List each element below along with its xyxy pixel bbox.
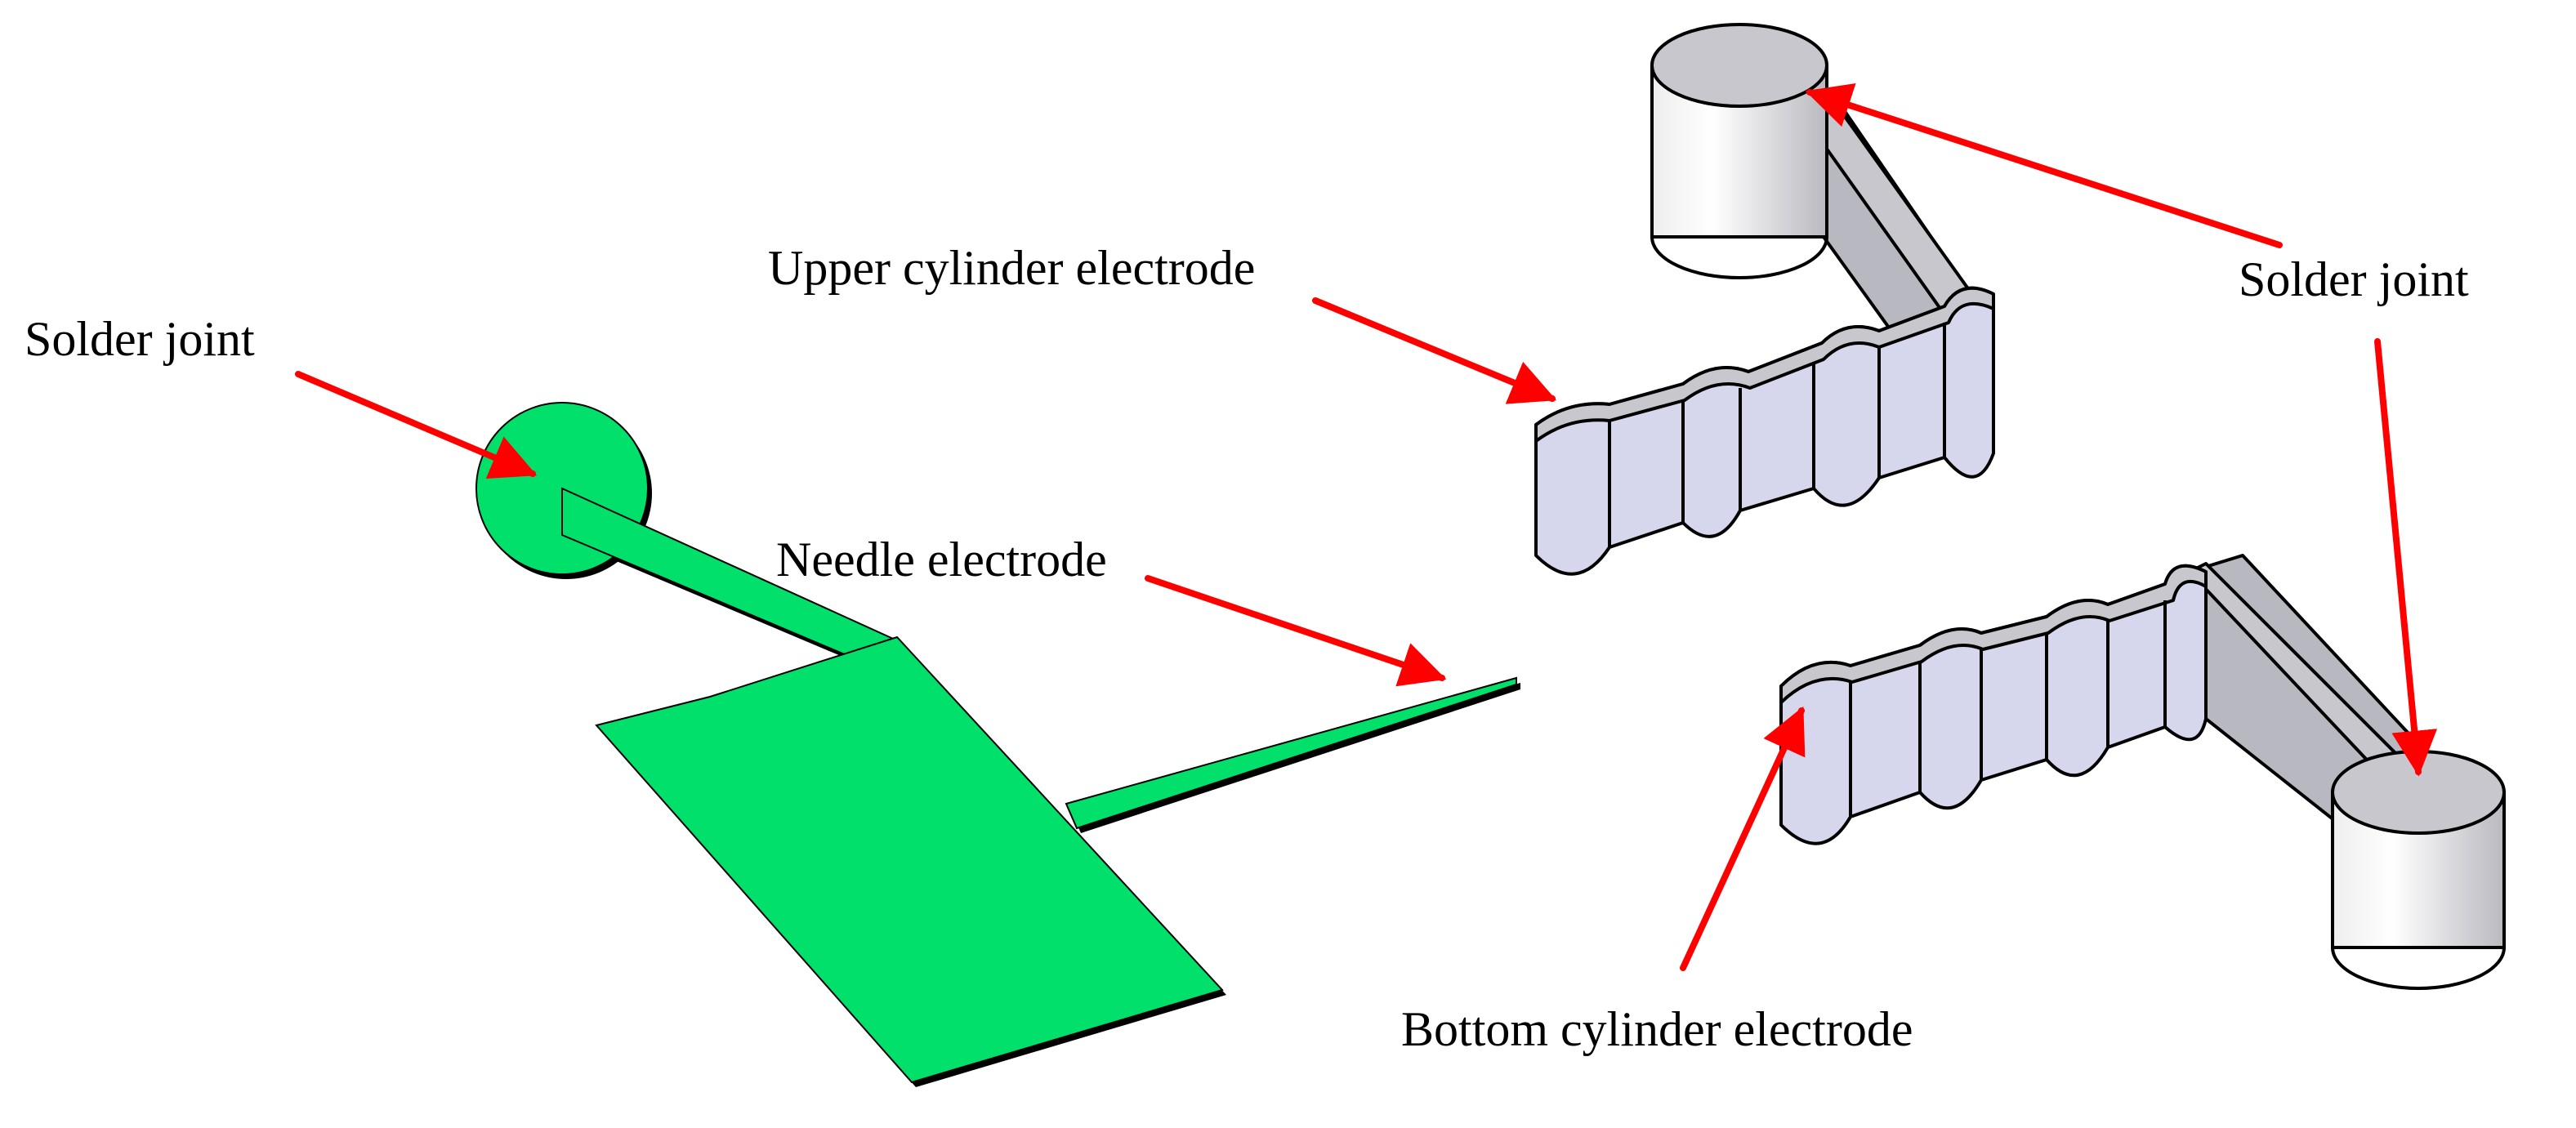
arrow-upper-cylinder-electrode	[1312, 297, 1557, 404]
arrow-bottom-cylinder-electrode	[1680, 706, 1806, 971]
annotation-arrows	[295, 82, 2438, 971]
needle-electrode-shape	[475, 402, 1520, 1087]
label-upper-cylinder-electrode: Upper cylinder electrode	[768, 241, 1255, 295]
arrow-solder-joint-right-bottom	[2374, 338, 2438, 777]
arrow-needle-electrode	[1145, 575, 1447, 687]
label-needle-electrode: Needle electrode	[776, 533, 1107, 586]
electrode-plate	[595, 635, 1224, 1084]
label-solder-joint-right: Solder joint	[2239, 252, 2469, 306]
label-solder-joint-left: Solder joint	[25, 312, 255, 366]
needle-tip	[1065, 676, 1517, 830]
label-bottom-cylinder-electrode: Bottom cylinder electrode	[1401, 1002, 1913, 1056]
upper-cylinder-electrode-shape	[1534, 23, 1995, 576]
bottom-cylinder-electrode-shape	[1779, 554, 2506, 990]
arrow-solder-joint-right-top	[1805, 82, 2283, 248]
arrow-solder-joint-left	[295, 371, 538, 479]
